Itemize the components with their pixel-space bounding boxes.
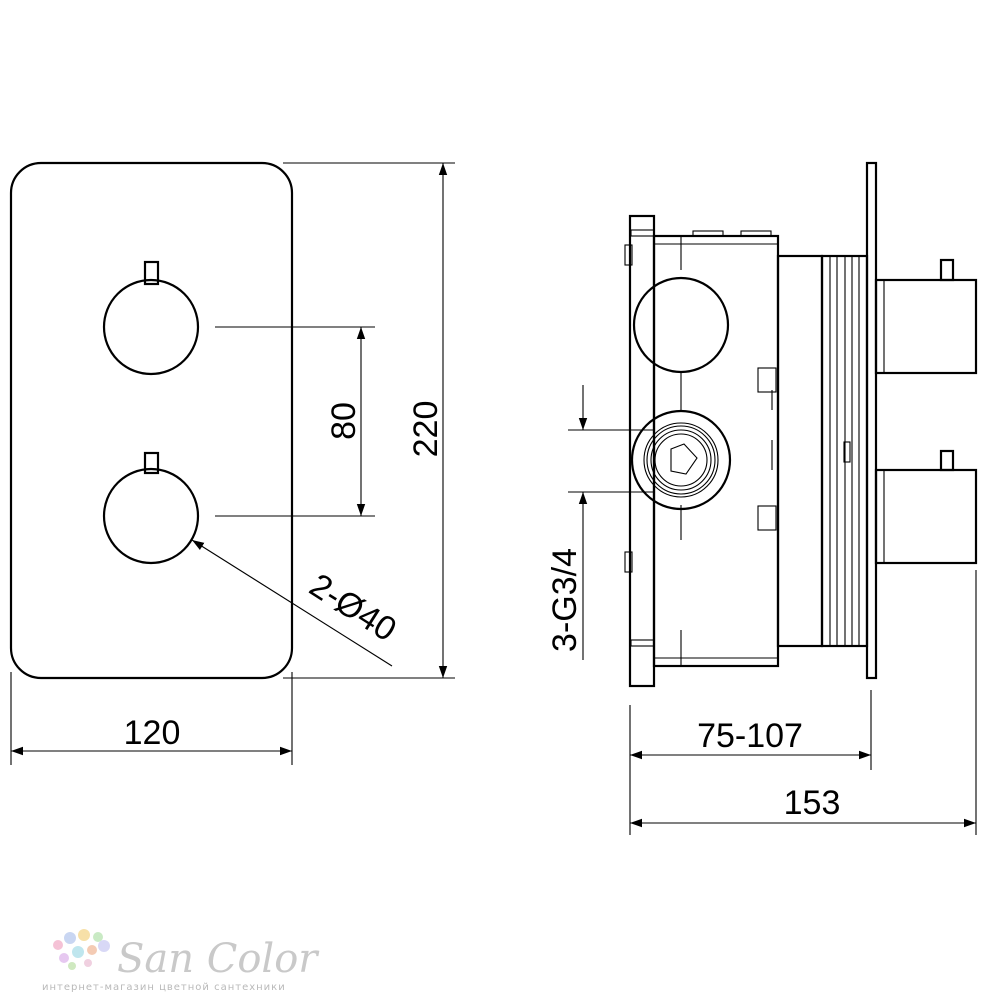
logo-dot <box>87 945 97 955</box>
cover-plate <box>9 161 294 680</box>
dimension-label-80: 80 <box>325 402 363 440</box>
dimension-label-120: 120 <box>124 714 181 752</box>
side-handle-upper <box>874 258 978 375</box>
connection-port-top <box>632 276 730 374</box>
dimension-label-220: 220 <box>407 401 445 458</box>
dimension-label-total-depth: 153 <box>784 784 841 822</box>
upper-handle-knob <box>102 278 200 376</box>
logo-dot <box>64 932 76 944</box>
mounting-flange <box>624 214 656 688</box>
logo-dot <box>84 959 92 967</box>
front-view: 80 220 120 2-Ø40 <box>9 161 455 765</box>
logo-dot <box>68 962 76 970</box>
logo-dot <box>59 953 69 963</box>
lower-handle-knob <box>102 467 200 565</box>
threaded-inlet <box>630 409 732 511</box>
dimension-label-connections: 3-G3/4 <box>546 548 584 652</box>
dimension-label-diameter: 2-Ø40 <box>303 566 403 649</box>
upper-handle <box>102 260 200 376</box>
logo-name: San Color <box>117 936 320 982</box>
lower-handle-pin <box>143 451 160 475</box>
san-color-logo: San Color интернет-магазин цветной санте… <box>42 929 320 993</box>
logo-dot <box>98 940 110 952</box>
cover-plate-side <box>865 161 878 680</box>
leader-line-diameter <box>191 539 393 667</box>
logo-dot <box>78 929 90 941</box>
side-view: 3-G3/4 <box>546 161 978 835</box>
cartridge-housing <box>776 254 824 648</box>
upper-handle-pin <box>143 260 160 286</box>
logo-dots <box>53 929 110 970</box>
logo-tagline: интернет-магазин цветной сантехники <box>42 982 286 993</box>
valve-body <box>652 234 780 668</box>
dimension-label-depth-range: 75-107 <box>697 717 803 755</box>
adjustable-sleeve <box>820 254 869 648</box>
logo-dot <box>93 932 103 942</box>
logo-dot <box>72 946 84 958</box>
lower-handle <box>102 451 200 565</box>
logo-dot <box>53 940 63 950</box>
side-handle-lower <box>874 449 978 565</box>
